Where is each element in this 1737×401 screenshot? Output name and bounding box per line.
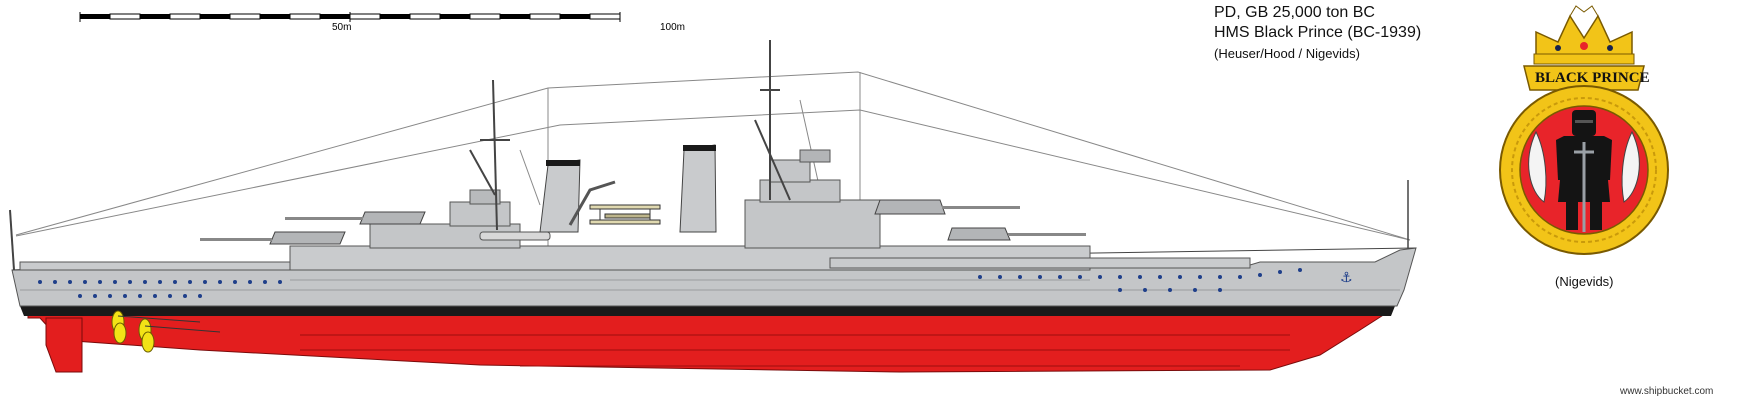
drawing-credits: (Heuser/Hood / Nigevids) — [1214, 46, 1360, 61]
ship-crest — [1499, 5, 1669, 255]
mainmast — [469, 79, 510, 231]
ships-boat — [479, 231, 551, 241]
fore-turret-lower — [947, 227, 1086, 241]
portholes — [38, 268, 1302, 298]
forecastle-deck — [829, 257, 1251, 269]
rudder — [45, 317, 83, 373]
aft-turret-lower — [200, 231, 346, 245]
hull-plating-lines — [300, 334, 1290, 367]
ostrich-feathers — [1528, 130, 1640, 203]
bridge-block — [744, 199, 881, 249]
foremast — [754, 40, 791, 201]
aft-turret-upper — [285, 211, 426, 225]
anchor-icon: ⚓ — [1340, 270, 1353, 286]
naval-crown — [1533, 5, 1635, 65]
quarterdeck — [19, 261, 291, 271]
site-watermark: www.shipbucket.com — [1620, 386, 1714, 397]
ship-profile: ⚓ — [9, 40, 1417, 373]
hull-antifouling — [27, 311, 1390, 373]
ship-name: HMS Black Prince (BC-1939) — [1214, 24, 1422, 41]
scale-label-100m: 100m — [660, 22, 686, 33]
crest-name: BLACK PRINCE — [1535, 70, 1650, 86]
scale-label-50m: 50m — [332, 22, 352, 33]
hull-boot-top — [20, 306, 1395, 316]
design-title: PD, GB 25,000 ton BC — [1214, 4, 1375, 21]
crane — [568, 180, 616, 226]
ensign-staff — [9, 209, 15, 271]
aft-deckhouse — [449, 201, 511, 227]
propellers — [111, 310, 221, 353]
aft-funnel — [539, 159, 581, 233]
crest-nameplate — [1523, 65, 1645, 91]
fore-funnel — [679, 144, 717, 233]
seaplane — [589, 204, 661, 225]
scale-bar — [79, 12, 621, 22]
crest-credit: (Nigevids) — [1555, 274, 1614, 289]
fore-turret-upper — [874, 199, 1020, 215]
